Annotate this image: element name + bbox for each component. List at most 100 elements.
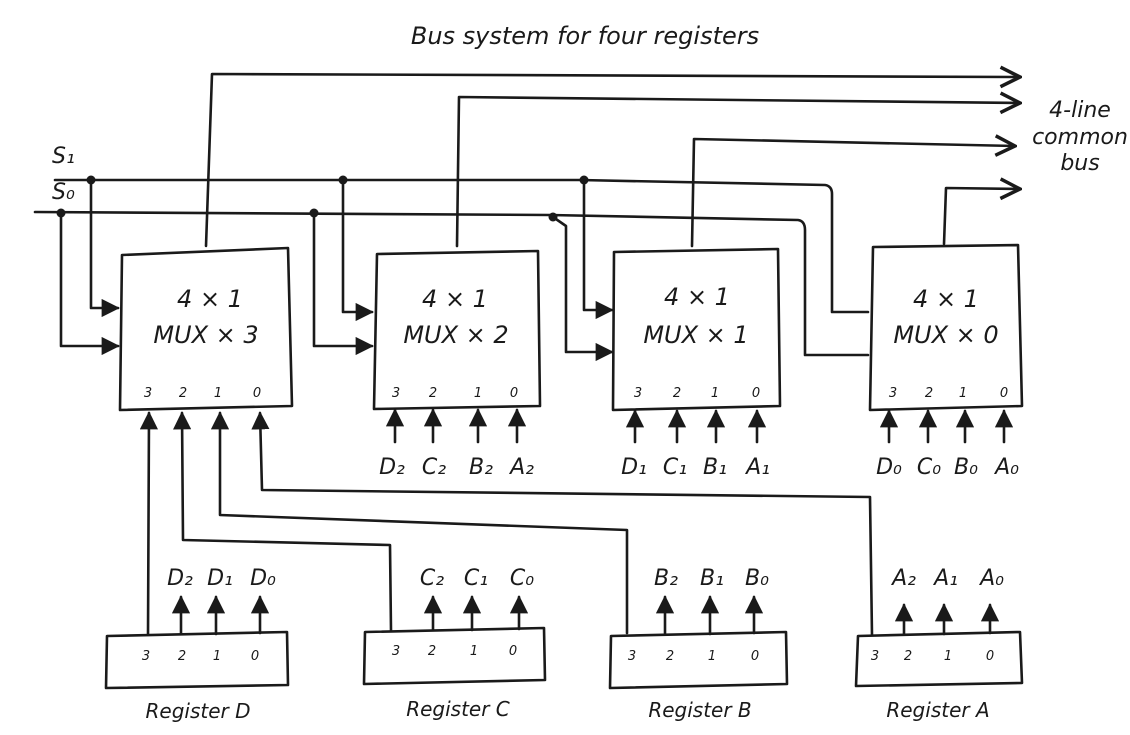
bus-line-2 xyxy=(455,97,1020,248)
register-a-pin-1: 1 xyxy=(944,649,952,664)
mux-input-labels: D₂ C₂ B₂ A₂ D₁ C₁ B₁ A₁ D₀ C₀ B₀ A₀ xyxy=(379,455,1019,480)
mux-0-pin-3: 3 xyxy=(889,386,897,401)
register-d-pin-1: 1 xyxy=(213,649,221,664)
mux-2-pin-2: 2 xyxy=(429,386,437,401)
mux-0-pin-1: 1 xyxy=(959,386,967,401)
mux-1-input-c1: C₁ xyxy=(663,455,687,480)
register-c-label: Register C xyxy=(406,697,510,721)
mux-2-input-b2: B₂ xyxy=(469,455,493,480)
register-a-out-2: A₂ xyxy=(890,566,916,591)
bus-label-line-2: common xyxy=(1032,125,1128,150)
register-c-pin-3: 3 xyxy=(392,644,400,659)
register-a-pin-0: 0 xyxy=(986,649,994,664)
mux-1-pin-0: 0 xyxy=(752,386,760,401)
mux-0-input-d0: D₀ xyxy=(876,455,902,480)
register-d-pin-3: 3 xyxy=(142,649,150,664)
mux-2-input-c2: C₂ xyxy=(422,455,446,480)
mux-2-input-d2: D₂ xyxy=(379,455,405,480)
register-a-out-0: A₀ xyxy=(978,566,1004,591)
mux-0-line-2: MUX × 0 xyxy=(893,321,998,349)
bus-label-line-1: 4-line xyxy=(1049,98,1111,123)
select-lines xyxy=(33,178,870,357)
mux-1-input-d1: D₁ xyxy=(621,455,647,480)
mux-3-box xyxy=(118,246,294,412)
mux-2-box xyxy=(372,249,542,411)
register-b-out-1: B₁ xyxy=(700,566,724,591)
bus-lines xyxy=(204,74,1020,248)
register-c: 3 2 1 0 C₂ C₁ C₀ Register C xyxy=(362,566,547,721)
mux-1: 4 × 1 MUX × 1 3 2 1 0 xyxy=(611,247,782,412)
s1-line xyxy=(53,178,870,314)
mux-1-box xyxy=(611,247,782,412)
mux-1-pin-1: 1 xyxy=(711,386,719,401)
mux-2-pin-0: 0 xyxy=(510,386,518,401)
register-d: 3 2 1 0 D₂ D₁ D₀ Register D xyxy=(104,566,290,723)
mux-0-pin-2: 2 xyxy=(925,386,933,401)
mux-1-line-1: 4 × 1 xyxy=(664,283,730,311)
select-s0-label: S₀ xyxy=(52,180,75,205)
mux-2-line-1: 4 × 1 xyxy=(422,285,488,313)
mux-2-pin-1: 1 xyxy=(474,386,482,401)
bus-line-0 xyxy=(942,188,1020,246)
mux-2-line-2: MUX × 2 xyxy=(403,321,508,349)
mux-0-input-a0: A₀ xyxy=(993,455,1019,480)
register-c-pin-2: 2 xyxy=(428,644,436,659)
register-a: 3 2 1 0 A₂ A₁ A₀ Register A xyxy=(854,566,1024,722)
reg-c-bit3-wire xyxy=(173,411,393,633)
mux-1-line-2: MUX × 1 xyxy=(643,321,748,349)
register-b-out-0: B₀ xyxy=(745,566,769,591)
mux-input-arrows xyxy=(385,408,1014,444)
register-b-label: Register B xyxy=(648,698,751,722)
register-b-pin-3: 3 xyxy=(628,649,636,664)
register-c-pin-0: 0 xyxy=(509,644,517,659)
bus-line-1 xyxy=(690,139,1015,248)
mux-0-input-b0: B₀ xyxy=(954,455,978,480)
mux-0-line-1: 4 × 1 xyxy=(913,285,979,313)
mux-2-input-a2: A₂ xyxy=(508,455,534,480)
mux-3-line-2: MUX × 3 xyxy=(153,321,258,349)
register-d-box xyxy=(104,630,290,690)
register-b: 3 2 1 0 B₂ B₁ B₀ Register B xyxy=(608,566,789,722)
reg-b-bit3-wire xyxy=(210,411,629,635)
mux-3-pin-0: 0 xyxy=(253,386,261,401)
register-d-out-0: D₀ xyxy=(250,566,276,591)
mux-1-input-a1: A₁ xyxy=(744,455,770,480)
register-d-out-1: D₁ xyxy=(207,566,233,591)
mux-0-box xyxy=(868,243,1024,412)
mux-0-input-c0: C₀ xyxy=(917,455,941,480)
mux-0-pin-0: 0 xyxy=(1000,386,1008,401)
register-a-pin-3: 3 xyxy=(871,649,879,664)
register-a-pin-2: 2 xyxy=(904,649,912,664)
mux-0: 4 × 1 MUX × 0 3 2 1 0 xyxy=(868,243,1024,412)
register-b-pin-2: 2 xyxy=(666,649,674,664)
bus-label-line-3: bus xyxy=(1060,151,1099,176)
mux-1-pin-2: 2 xyxy=(673,386,681,401)
register-b-out-2: B₂ xyxy=(654,566,678,591)
select-s1-label: S₁ xyxy=(52,144,75,169)
reg-d-bit3-wire xyxy=(139,411,159,638)
s0-line xyxy=(33,210,870,357)
bit-3-wires xyxy=(139,411,874,638)
register-a-out-1: A₁ xyxy=(932,566,958,591)
mux-3-pin-1: 1 xyxy=(214,386,222,401)
register-c-box xyxy=(362,626,547,686)
mux-3-pin-2: 2 xyxy=(179,386,187,401)
bus-line-3 xyxy=(204,74,1020,248)
register-d-pin-0: 0 xyxy=(251,649,259,664)
register-c-out-2: C₂ xyxy=(420,566,444,591)
mux-3-pin-3: 3 xyxy=(144,386,152,401)
mux-1-pin-3: 3 xyxy=(634,386,642,401)
register-d-label: Register D xyxy=(146,699,251,723)
register-c-out-1: C₁ xyxy=(464,566,488,591)
register-a-box xyxy=(854,630,1024,688)
register-b-pin-0: 0 xyxy=(751,649,759,664)
register-c-pin-1: 1 xyxy=(470,644,478,659)
select-branches xyxy=(56,175,614,362)
register-c-out-0: C₀ xyxy=(510,566,534,591)
reg-a-bit3-wire xyxy=(251,411,874,637)
mux-1-input-b1: B₁ xyxy=(703,455,727,480)
register-d-pin-2: 2 xyxy=(178,649,186,664)
diagram-title: Bus system for four registers xyxy=(411,22,759,50)
register-b-pin-1: 1 xyxy=(708,649,716,664)
